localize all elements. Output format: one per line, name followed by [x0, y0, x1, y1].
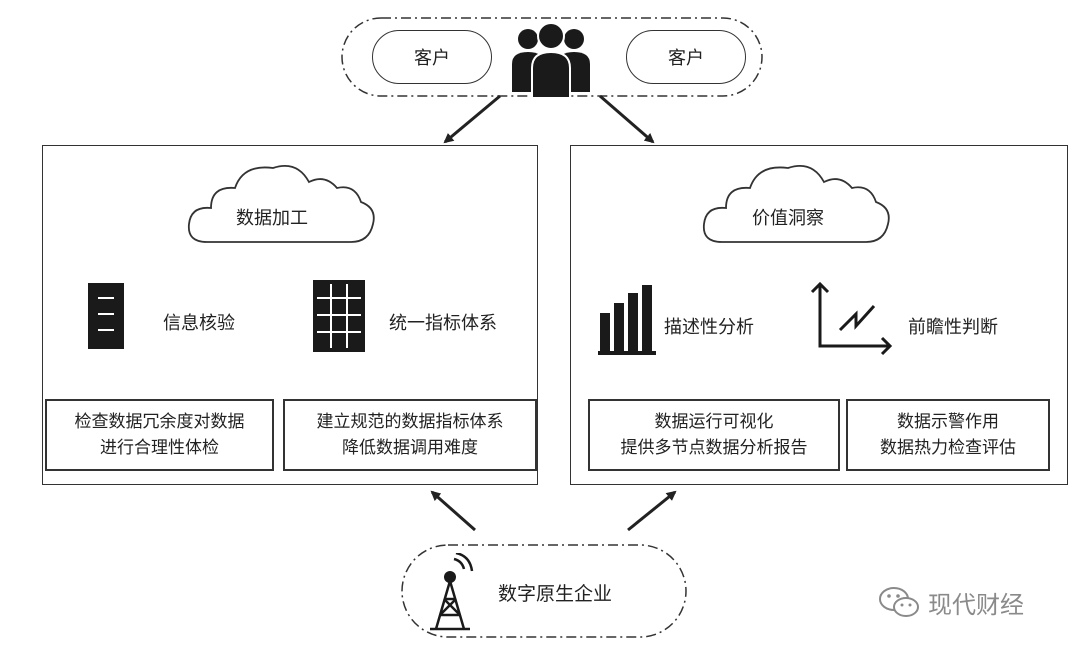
- branch-label-descriptive: 描述性分析: [664, 317, 754, 338]
- users-group-icon: [512, 22, 590, 98]
- cloud-icon: [702, 164, 890, 243]
- right-box-visualization: 数据运行可视化 提供多节点数据分析报告: [588, 399, 840, 471]
- arrow-top-to-left: [443, 94, 501, 144]
- left-box-2-line2: 降低数据调用难度: [342, 438, 478, 458]
- watermark: 现代财经: [878, 585, 1024, 620]
- left-box-1-line1: 检查数据冗余度对数据: [74, 412, 245, 432]
- trend-icon: [810, 282, 893, 356]
- enterprise-label: 数字原生企业: [498, 583, 613, 605]
- branch-label-unified-index: 统一指标体系: [389, 313, 497, 334]
- left-box-2-line1: 建立规范的数据指标体系: [316, 412, 504, 432]
- left-box-data-check: 检查数据冗余度对数据 进行合理性体检: [45, 399, 274, 471]
- branch-label-forward-looking: 前瞻性判断: [908, 317, 998, 338]
- watermark-text: 现代财经: [928, 591, 1024, 619]
- server-icon: [88, 283, 124, 349]
- bar-chart-icon: [598, 285, 656, 355]
- right-box-warning: 数据示警作用 数据热力检查评估: [846, 399, 1050, 471]
- arrow-bottom-to-right: [627, 490, 677, 532]
- customer-left-label: 客户: [414, 48, 450, 69]
- right-box-2-line2: 数据热力检查评估: [880, 438, 1016, 458]
- right-box-1-line1: 数据运行可视化: [654, 412, 774, 432]
- left-box-index-system: 建立规范的数据指标体系 降低数据调用难度: [283, 399, 537, 471]
- enterprise-outline: [401, 544, 687, 638]
- arrow-bottom-to-left: [430, 490, 476, 532]
- cloud-title-left: 数据加工: [236, 208, 308, 229]
- branch-label-info-verify: 信息核验: [163, 313, 235, 334]
- right-box-1-line2: 提供多节点数据分析报告: [620, 438, 808, 458]
- customer-right-pill: 客户: [626, 30, 746, 84]
- left-box-1-line2: 进行合理性体检: [100, 438, 219, 458]
- cloud-icon: [187, 164, 375, 243]
- right-box-2-line1: 数据示警作用: [897, 412, 999, 432]
- customer-left-pill: 客户: [372, 30, 492, 84]
- grid-icon: [313, 280, 365, 352]
- signal-tower-icon: [430, 553, 474, 631]
- arrow-top-to-right: [599, 94, 655, 144]
- wechat-icon: [879, 586, 919, 617]
- customer-right-label: 客户: [668, 48, 704, 69]
- cloud-title-right: 价值洞察: [752, 208, 824, 229]
